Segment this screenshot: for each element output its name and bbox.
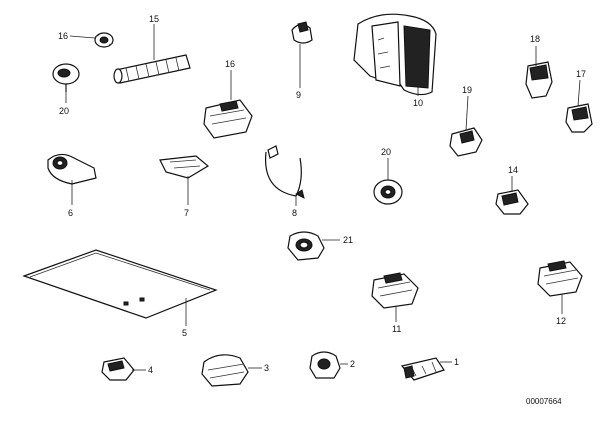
part-14-clip: 14 xyxy=(495,165,529,215)
part-8-hose-strap: 8 xyxy=(264,145,305,218)
callout-5: 5 xyxy=(182,328,187,338)
callout-19: 19 xyxy=(462,85,472,95)
part-20-grommet-center: 20 xyxy=(373,147,403,205)
part-15-corrugated-tube: 15 xyxy=(113,14,191,84)
callout-11: 11 xyxy=(392,324,401,334)
part-1-clip: 1 xyxy=(400,357,459,381)
callout-17: 17 xyxy=(576,69,586,79)
callout-2: 2 xyxy=(350,359,355,369)
part-6-clamp: 6 xyxy=(47,153,97,218)
part-20-grommet-left: 20 xyxy=(52,63,80,116)
callout-8: 8 xyxy=(292,208,297,218)
part-11-clip: 11 xyxy=(371,272,419,334)
part-18-clip: 18 xyxy=(525,34,553,99)
part-21-clamp: 21 xyxy=(287,231,353,261)
callout-21: 21 xyxy=(343,235,353,245)
part-10-boot-cover: 10 xyxy=(353,13,437,108)
part-12-clip: 12 xyxy=(537,260,583,326)
part-16-clip-center: 16 xyxy=(203,59,253,139)
callout-16-center: 16 xyxy=(225,59,235,69)
callout-6: 6 xyxy=(68,208,73,218)
callout-18: 18 xyxy=(530,34,540,44)
callout-4: 4 xyxy=(148,365,153,375)
part-2-clamp: 2 xyxy=(309,351,355,379)
callout-1: 1 xyxy=(454,357,459,367)
callout-20-center: 20 xyxy=(381,147,391,157)
part-7-strap-clip: 7 xyxy=(159,155,210,218)
callout-12: 12 xyxy=(556,316,566,326)
part-16-grommet: 16 xyxy=(58,31,114,48)
callout-16-top: 16 xyxy=(58,31,68,41)
callout-9: 9 xyxy=(296,90,301,100)
part-9-clip: 9 xyxy=(291,21,313,100)
callout-15: 15 xyxy=(149,14,159,24)
callout-10: 10 xyxy=(413,98,423,108)
callout-3: 3 xyxy=(264,363,269,373)
part-4-clip: 4 xyxy=(101,357,153,381)
part-17-clip: 17 xyxy=(565,69,593,133)
catalog-code: 00007664 xyxy=(526,397,562,406)
part-19-clip: 19 xyxy=(449,85,483,157)
callout-7: 7 xyxy=(184,208,189,218)
part-3-clamp: 3 xyxy=(201,354,269,387)
part-5-sheet: 5 xyxy=(22,249,218,338)
callout-20-left: 20 xyxy=(59,106,69,116)
callout-14: 14 xyxy=(508,165,518,175)
